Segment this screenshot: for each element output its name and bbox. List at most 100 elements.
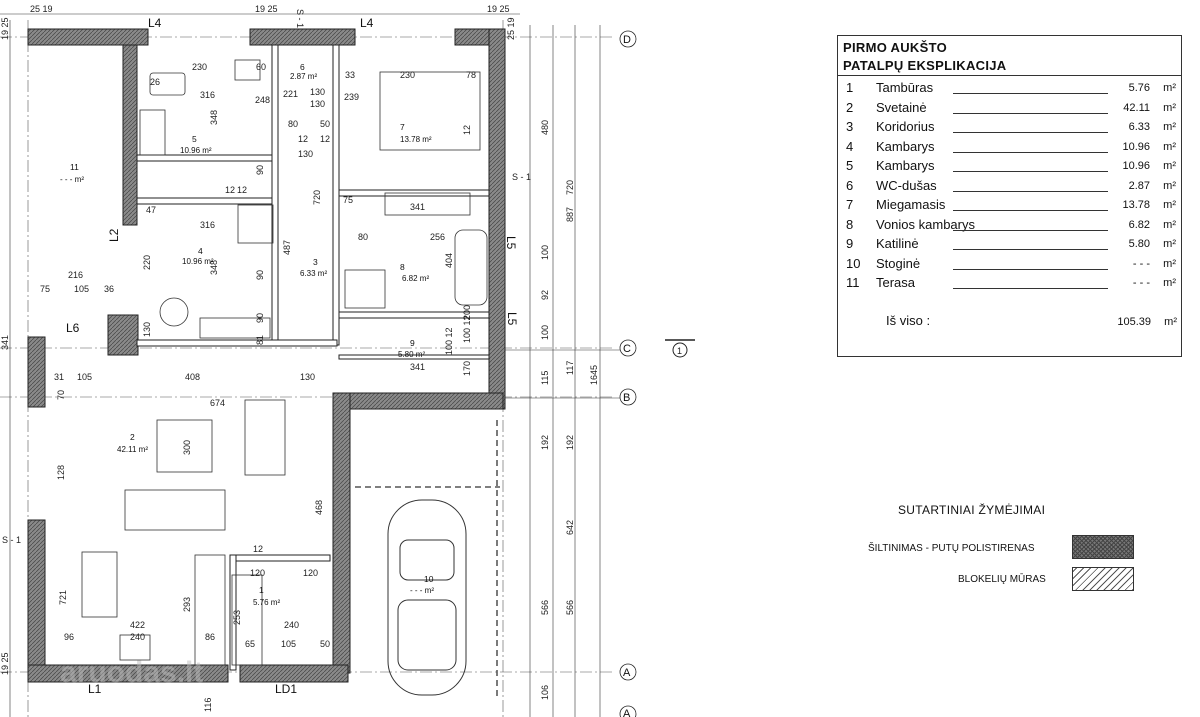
row-area: 42.11 (1123, 101, 1150, 114)
row-number: 4 (846, 138, 854, 154)
dimension-text: 70 (56, 390, 66, 400)
dimension-text: 130 (142, 322, 152, 337)
dimension-text: 75 (343, 195, 353, 205)
room-area: 10.96 m² (180, 146, 212, 155)
room-schedule-title: PIRMO AUKŠTO PATALPŲ EKSPLIKACIJA (838, 36, 1181, 76)
room-area: 6.82 m² (402, 274, 429, 283)
axis-label: C (623, 343, 631, 355)
dimension-text: 120 (303, 568, 318, 578)
dimension-texts-vertical: 19 2534834890907204872209013081124042001… (0, 17, 516, 675)
room-labels: 1 5.76 m² 2 42.11 m² 3 6.33 m² 4 10.96 m… (60, 62, 434, 607)
dimension-text: 316 (200, 220, 215, 230)
dimension-text: 192 (540, 435, 550, 450)
room-area: 6.33 m² (300, 269, 327, 278)
dimension-text: 220 (142, 255, 152, 270)
row-unit: m² (1163, 160, 1176, 172)
room-area: 42.11 m² (117, 445, 148, 454)
room-area: - - - m² (410, 586, 434, 595)
dimension-text: 253 (232, 610, 242, 625)
wall-tag: L5 (504, 236, 518, 250)
insulation-label: ŠILTINIMAS - PUTŲ POLISTIRENAS (868, 543, 1035, 554)
dimension-text: 80 (288, 119, 298, 129)
dimension-text: 81 (255, 335, 265, 345)
dimension-text: 341 (410, 362, 425, 372)
row-area: 2.87 (1128, 179, 1150, 192)
room-number: 3 (313, 257, 318, 267)
dimension-text: 230 (192, 62, 207, 72)
dimension-text: 128 (56, 465, 66, 480)
row-leader-line (953, 112, 1108, 114)
dimension-text: 115 (540, 371, 550, 385)
dimension-text: 36 (104, 284, 114, 294)
row-number: 2 (846, 99, 854, 115)
watermark: aruodas.lt (60, 656, 203, 689)
row-area: 6.82 (1128, 218, 1150, 231)
row-number: 6 (846, 177, 854, 193)
dim-top-right: 19 25 (487, 4, 510, 14)
dimension-text: 12 (320, 134, 330, 144)
dimension-text: 674 (210, 398, 225, 408)
row-unit: m² (1163, 82, 1176, 94)
row-leader-line (953, 210, 1108, 211)
dimension-text: 341 (0, 335, 10, 350)
row-room-name: Kambarys (876, 138, 935, 154)
dimension-text: 96 (64, 632, 74, 642)
dimension-text: 348 (209, 260, 219, 275)
dimension-text: 100 (540, 245, 550, 260)
row-room-name: Svetainė (876, 99, 927, 115)
room-area: 5.76 m² (253, 598, 280, 607)
dimension-text: 78 (466, 70, 476, 80)
block-wall-label: BLOKELIŲ MŪRAS (958, 574, 1046, 585)
floor-plan: 25 19 19 25 19 25 L4 L4 L2 L6 L5 L5 L1 L… (0, 4, 695, 717)
room-number: 11 (70, 162, 79, 172)
section-marker-label: 1 (677, 346, 682, 356)
dimension-text: 105 (77, 372, 92, 382)
axis-label: D (623, 34, 631, 46)
wall-tag: L5 (505, 312, 519, 326)
dimension-text: 12 (462, 125, 472, 135)
row-area: 6.33 (1128, 121, 1150, 133)
section-tag: S - 1 (512, 172, 531, 182)
row-number: 11 (846, 275, 860, 290)
dimension-text: 300 (182, 440, 192, 455)
room-schedule-row: 2 Svetainė 42.11 m² (843, 100, 1178, 118)
total-area: 105.39 (1117, 316, 1151, 328)
dim-top-mid: 19 25 (255, 4, 278, 14)
row-unit: m² (1163, 238, 1176, 250)
dimension-text: 256 (430, 232, 445, 242)
dimension-text: 230 (400, 70, 415, 80)
row-leader-line (953, 288, 1108, 289)
row-unit: m² (1163, 199, 1176, 211)
dimension-text: 130 (298, 149, 313, 159)
dimension-text: 65 (245, 639, 255, 649)
row-leader-line (953, 171, 1108, 172)
dimension-text: 116 (203, 698, 213, 712)
row-unit: m² (1163, 121, 1176, 133)
exterior-walls (27, 28, 506, 683)
row-area: 13.78 (1122, 199, 1150, 211)
dimension-text: 240 (284, 620, 299, 630)
row-number: 7 (846, 197, 854, 212)
dimension-text: 90 (255, 270, 265, 280)
row-unit: m² (1163, 140, 1176, 153)
wall-tag: L4 (360, 16, 374, 30)
dimension-text: 566 (540, 600, 550, 615)
section-tag: S - 1 (2, 535, 21, 545)
dimension-lines (0, 13, 620, 717)
wall-tag: L6 (66, 321, 80, 335)
room-number: 4 (198, 246, 203, 256)
title-line-1: PIRMO AUKŠTO (843, 40, 947, 55)
dimension-text: 721 (58, 590, 68, 605)
row-number: 10 (846, 255, 861, 271)
dimension-text: 25 19 (506, 17, 516, 40)
dimension-text: 130 (310, 87, 325, 97)
furniture (81, 59, 488, 666)
axis-label: B (623, 392, 630, 404)
axis-bubbles (619, 30, 637, 717)
row-unit: m² (1163, 101, 1176, 114)
dimension-text: 239 (344, 92, 359, 102)
